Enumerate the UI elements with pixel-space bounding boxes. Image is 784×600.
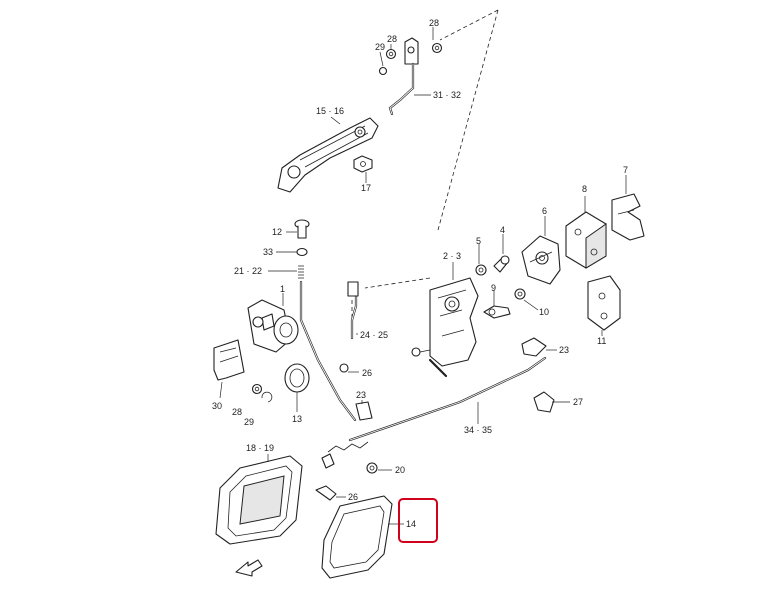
part-20-screw	[366, 462, 378, 474]
label-28-mid: 28	[387, 34, 397, 44]
label-28-low: 28	[232, 407, 242, 417]
label-29-low: 29	[244, 417, 254, 427]
part-1-key-cylinder	[247, 299, 299, 353]
label-4: 4	[500, 225, 505, 235]
part-26-clip-mid	[339, 363, 349, 373]
part-15-16-outer-handle	[277, 117, 379, 193]
part-23-clip-right	[521, 337, 547, 357]
part-28-29-washers-low	[251, 383, 273, 403]
label-21-22: 21 · 22	[234, 266, 262, 276]
label-1: 1	[280, 284, 285, 294]
label-9: 9	[491, 283, 496, 293]
label-26-low: 26	[348, 492, 358, 502]
part-21-22-spring	[298, 265, 304, 279]
label-6: 6	[542, 206, 547, 216]
label-5: 5	[476, 236, 481, 246]
part-9-screw	[483, 305, 511, 319]
part-8-spacer-block	[565, 211, 607, 269]
label-2-3: 2 · 3	[443, 251, 461, 261]
rod-spring-end	[321, 441, 369, 469]
part-5-washer	[475, 264, 487, 276]
part-12-pin	[294, 219, 310, 239]
label-24-25: 24 · 25	[360, 330, 388, 340]
label-33: 33	[263, 247, 273, 257]
label-34-35: 34 · 35	[464, 425, 492, 435]
label-13: 13	[292, 414, 302, 424]
label-8: 8	[582, 184, 587, 194]
part-14-bezel	[321, 495, 393, 579]
label-23-left: 23	[356, 390, 366, 400]
part-33-grommet	[296, 247, 308, 257]
part-17-screw	[353, 155, 373, 173]
part-31-32-rod	[388, 62, 415, 116]
label-14: 14	[406, 519, 416, 529]
part-28-bracket-top	[378, 37, 443, 76]
part-26-bolt-low	[315, 485, 337, 501]
label-10: 10	[539, 307, 549, 317]
label-27: 27	[573, 397, 583, 407]
part-7-shim-plate	[611, 193, 645, 241]
part-6-striker	[521, 235, 561, 285]
reference-lines	[351, 9, 499, 338]
label-17: 17	[361, 183, 371, 193]
label-28-top: 28	[429, 18, 439, 28]
part-27-clip	[533, 391, 555, 413]
part-34-35-rod	[348, 356, 547, 442]
part-24-25-rod	[347, 281, 359, 340]
part-18-19-inside-handle	[215, 455, 303, 545]
part-2-3-door-latch	[411, 277, 479, 367]
part-4-screw	[493, 255, 510, 273]
label-15-16: 15 · 16	[316, 106, 344, 116]
label-20: 20	[395, 465, 405, 475]
front-arrow-icon	[235, 559, 263, 577]
leader-lines	[219, 27, 627, 525]
label-30: 30	[212, 401, 222, 411]
highlight-box-14	[398, 498, 438, 543]
rod-key-cylinder	[299, 280, 357, 422]
label-31-32: 31 · 32	[433, 90, 461, 100]
label-12: 12	[272, 227, 282, 237]
label-26-mid: 26	[362, 368, 372, 378]
part-11-backing-plate	[587, 275, 621, 331]
part-23-clip-left	[355, 401, 373, 421]
label-7: 7	[623, 165, 628, 175]
part-30-retainer	[213, 339, 245, 381]
part-13-gasket-ring	[284, 363, 310, 393]
callout-labels: 28 29 28 31 · 32 15 · 16 17 12 33 21 · 2…	[212, 18, 628, 529]
label-18-19: 18 · 19	[246, 443, 274, 453]
label-11: 11	[597, 336, 606, 346]
part-10-washer	[514, 288, 526, 300]
label-23-right: 23	[559, 345, 569, 355]
label-29-top: 29	[375, 42, 385, 52]
